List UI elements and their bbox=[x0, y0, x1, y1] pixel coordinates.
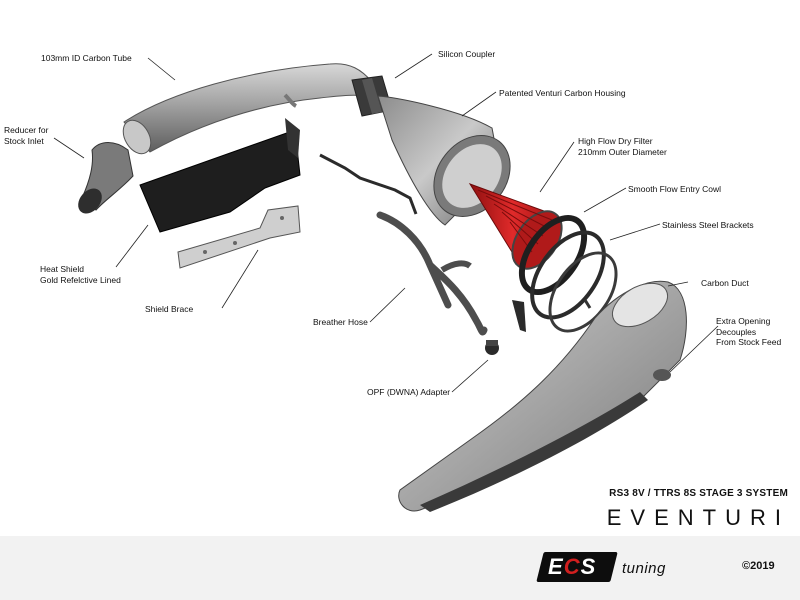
ecs-logo-letters: ECS bbox=[548, 554, 597, 579]
label-silicon-coupler: Silicon Coupler bbox=[438, 49, 496, 59]
system-title: RS3 8V / TTRS 8S STAGE 3 SYSTEM bbox=[609, 488, 788, 499]
label-steel-brackets: Stainless Steel Brackets bbox=[662, 220, 754, 230]
footer-band bbox=[0, 536, 800, 600]
label-entry-cowl: Smooth Flow Entry Cowl bbox=[628, 184, 722, 194]
eventuri-logo-text: EVENTURI bbox=[606, 505, 790, 530]
shield-brace-part bbox=[177, 205, 301, 269]
label-venturi-housing: Patented Venturi Carbon Housing bbox=[499, 88, 626, 98]
copyright-text: ©2019 bbox=[742, 560, 775, 572]
carbon-tube-part bbox=[122, 63, 381, 155]
mount-bracket-part bbox=[319, 153, 418, 215]
label-breather-hose: Breather Hose bbox=[313, 317, 368, 327]
opf-adapter-part bbox=[485, 340, 499, 355]
label-shield-brace: Shield Brace bbox=[145, 304, 194, 314]
label-carbon-duct: Carbon Duct bbox=[701, 278, 749, 288]
label-carbon-tube: 103mm ID Carbon Tube bbox=[41, 53, 132, 63]
leader-lines bbox=[53, 53, 719, 393]
ecs-logo-word: tuning bbox=[622, 560, 666, 577]
entry-cowl-part bbox=[518, 214, 588, 296]
steel-brackets-part bbox=[512, 230, 618, 333]
heat-shield-part bbox=[139, 118, 301, 233]
breather-hose-part bbox=[376, 211, 488, 336]
reducer-part bbox=[78, 142, 134, 214]
ecs-tuning-logo: ECS tuning bbox=[536, 548, 710, 584]
label-opf-adapter: OPF (DWNA) Adapter bbox=[367, 387, 451, 397]
carbon-duct-part bbox=[398, 280, 687, 512]
